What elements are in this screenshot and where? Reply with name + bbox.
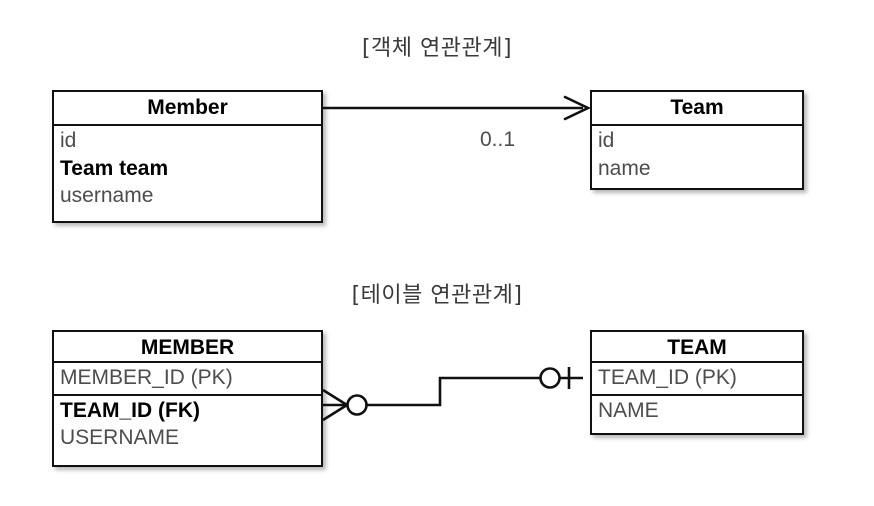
table-box-team-columns-compartment: NAME (592, 393, 802, 427)
table-box-team: TEAM TEAM_ID (PK) NAME (590, 330, 804, 435)
table-relation-title: [테이블 연관관계] (351, 283, 523, 308)
class-box-member-header: Member (54, 92, 321, 126)
attribute-member-id: id (60, 129, 77, 152)
association-arrow-member-to-team (323, 95, 592, 121)
class-box-member-attributes: id Team team username (54, 126, 321, 212)
class-box-team: Team id name (590, 90, 804, 190)
crowsfoot-prong-top (322, 388, 348, 407)
attribute-member-team: Team team (60, 156, 169, 180)
column-team-name: NAME (598, 398, 659, 422)
column-member-team-id-fk: TEAM_ID (FK) (60, 398, 200, 422)
crowsfoot-prong-bottom (322, 403, 348, 422)
object-relation-title: [객체 연관관계] (361, 36, 513, 61)
class-box-member: Member id Team team username (52, 90, 323, 223)
fk-relationship-line (365, 376, 542, 407)
attribute-team-id: id (598, 129, 615, 152)
association-multiplicity-label: 0..1 (480, 128, 516, 151)
crowsfoot-icon (322, 388, 348, 422)
table-box-member: MEMBER MEMBER_ID (PK) TEAM_ID (FK) USERN… (52, 330, 323, 467)
table-box-member-columns-compartment: TEAM_ID (FK) USERNAME (54, 393, 321, 454)
association-arrowhead-icon (563, 95, 592, 121)
fk-relationship-connector (322, 367, 583, 422)
optional-circle-icon-member-end (346, 394, 368, 416)
column-member-username: USERNAME (60, 426, 180, 450)
table-box-member-pk-compartment: MEMBER_ID (PK) (54, 363, 321, 394)
class-box-team-header: Team (592, 92, 802, 126)
optional-circle-icon-team-end (539, 367, 561, 389)
attribute-team-name: name (598, 156, 651, 180)
table-box-member-header: MEMBER (54, 332, 321, 363)
class-box-team-attributes: id name (592, 126, 802, 184)
attribute-member-username: username (60, 184, 154, 208)
column-member-id-pk: MEMBER_ID (PK) (60, 366, 233, 389)
column-team-id-pk: TEAM_ID (PK) (598, 366, 737, 389)
table-box-team-header: TEAM (592, 332, 802, 363)
table-box-team-pk-compartment: TEAM_ID (PK) (592, 363, 802, 394)
